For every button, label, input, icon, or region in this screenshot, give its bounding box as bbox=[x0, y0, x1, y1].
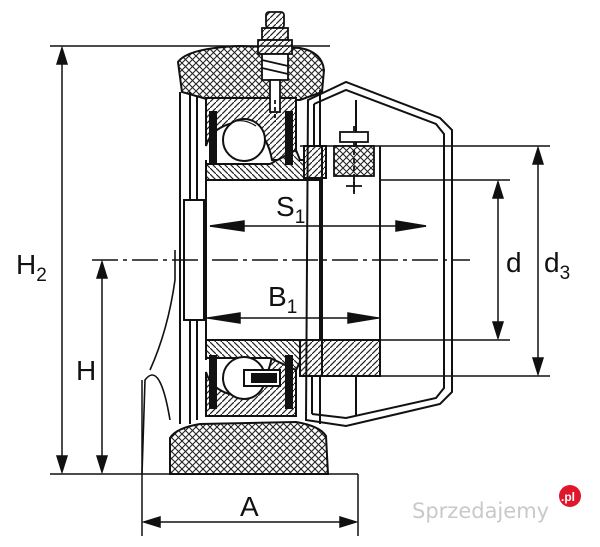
seals bbox=[209, 111, 293, 409]
label-b1: B1 bbox=[268, 281, 297, 318]
housing-foot bbox=[169, 420, 330, 475]
label-d: d bbox=[506, 247, 522, 278]
label-h: H bbox=[76, 355, 96, 386]
balls bbox=[222, 118, 281, 400]
label-h2: H2 bbox=[16, 249, 47, 286]
watermark-text: Sprzedajemy bbox=[412, 499, 549, 523]
watermark: Sprzedajemy .pl bbox=[412, 485, 581, 523]
end-cap-outer bbox=[304, 80, 453, 428]
watermark-badge-text: .pl bbox=[561, 490, 575, 504]
set-screw bbox=[333, 126, 375, 194]
collar-bottom bbox=[299, 339, 381, 377]
label-d3: d3 bbox=[544, 247, 570, 284]
ball-top bbox=[222, 118, 266, 162]
dimensions bbox=[50, 45, 550, 536]
grease-nipple bbox=[257, 11, 293, 122]
housing-top bbox=[176, 44, 326, 101]
dimension-labels: H2 H A S1 B1 d d3 bbox=[16, 191, 570, 522]
left-cover bbox=[141, 92, 205, 475]
watermark-badge-circle bbox=[559, 485, 581, 507]
label-a: A bbox=[240, 491, 259, 522]
label-s1: S1 bbox=[276, 191, 305, 228]
